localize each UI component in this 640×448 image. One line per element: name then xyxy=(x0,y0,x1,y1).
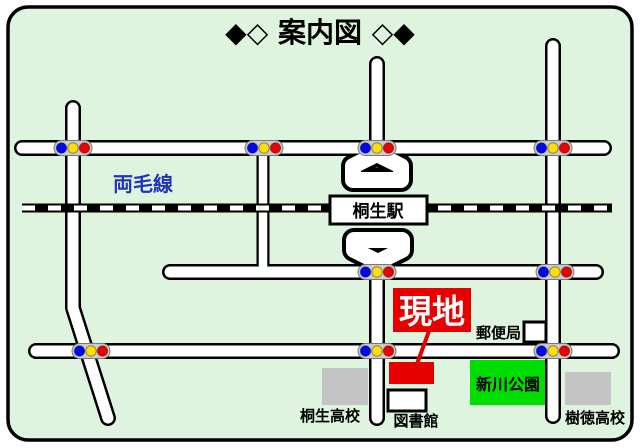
signal-blue-light xyxy=(535,345,548,357)
landmarks: 桐生高校 樹徳高校 図書館 郵便局 新川公園 xyxy=(300,320,626,430)
post-office-label: 郵便局 xyxy=(476,324,521,342)
jutoku-school-building xyxy=(565,372,611,405)
traffic-signal xyxy=(71,343,111,359)
signal-red-light xyxy=(96,345,109,357)
signal-yellow-light xyxy=(371,266,383,278)
station-south-rotary xyxy=(346,232,410,270)
signal-blue-light xyxy=(73,345,86,357)
signal-yellow-light xyxy=(547,345,559,357)
signal-red-light xyxy=(382,142,395,154)
page-title: ◆◇ 案内図 ◇◆ xyxy=(225,16,415,49)
traffic-signal xyxy=(53,140,93,156)
kiryu-school-label: 桐生高校 xyxy=(300,407,361,425)
station-label: 桐生駅 xyxy=(353,201,405,222)
signal-red-light xyxy=(269,142,282,154)
park-area xyxy=(470,360,545,405)
signal-blue-light xyxy=(359,142,372,154)
site-callout-label: 現地 xyxy=(399,292,465,331)
station-box xyxy=(328,194,429,226)
signal-blue-light xyxy=(359,345,372,357)
signal-yellow-light xyxy=(371,345,383,357)
traffic-signal xyxy=(535,264,575,280)
traffic-signal xyxy=(357,343,397,359)
traffic-signal xyxy=(533,140,573,156)
library-building xyxy=(386,388,428,413)
signal-yellow-light xyxy=(549,266,561,278)
traffic-signal xyxy=(533,343,573,359)
signal-yellow-light xyxy=(85,345,97,357)
railway-label: 両毛線 xyxy=(113,172,173,196)
post-office-building xyxy=(522,320,548,344)
park-label: 新川公園 xyxy=(476,375,540,394)
signal-yellow-light xyxy=(67,142,79,154)
signal-red-light xyxy=(78,142,91,154)
traffic-signals xyxy=(53,140,575,359)
library-label: 図書館 xyxy=(393,412,438,430)
signal-blue-light xyxy=(246,142,259,154)
site-callout: 現地 xyxy=(389,288,471,384)
road-v1 xyxy=(67,102,114,424)
site-callout-box xyxy=(393,288,471,332)
signal-blue-light xyxy=(535,142,548,154)
site-building xyxy=(389,362,434,384)
signal-red-light xyxy=(382,266,395,278)
signal-red-light xyxy=(558,142,571,154)
signal-red-light xyxy=(558,345,571,357)
station: 桐生駅 xyxy=(328,194,429,226)
site-pointer-line xyxy=(415,330,431,365)
signal-yellow-light xyxy=(258,142,270,154)
signal-yellow-light xyxy=(371,142,383,154)
map-frame xyxy=(6,5,634,442)
signal-yellow-light xyxy=(547,142,559,154)
signal-blue-light xyxy=(55,142,68,154)
signal-blue-light xyxy=(537,266,550,278)
traffic-signal xyxy=(244,140,284,156)
signal-blue-light xyxy=(359,266,372,278)
jutoku-school-label: 樹徳高校 xyxy=(565,409,626,427)
traffic-signal xyxy=(357,140,397,156)
traffic-signal xyxy=(357,264,397,280)
signal-red-light xyxy=(560,266,573,278)
kiryu-school-building xyxy=(322,368,368,405)
signal-red-light xyxy=(382,345,395,357)
